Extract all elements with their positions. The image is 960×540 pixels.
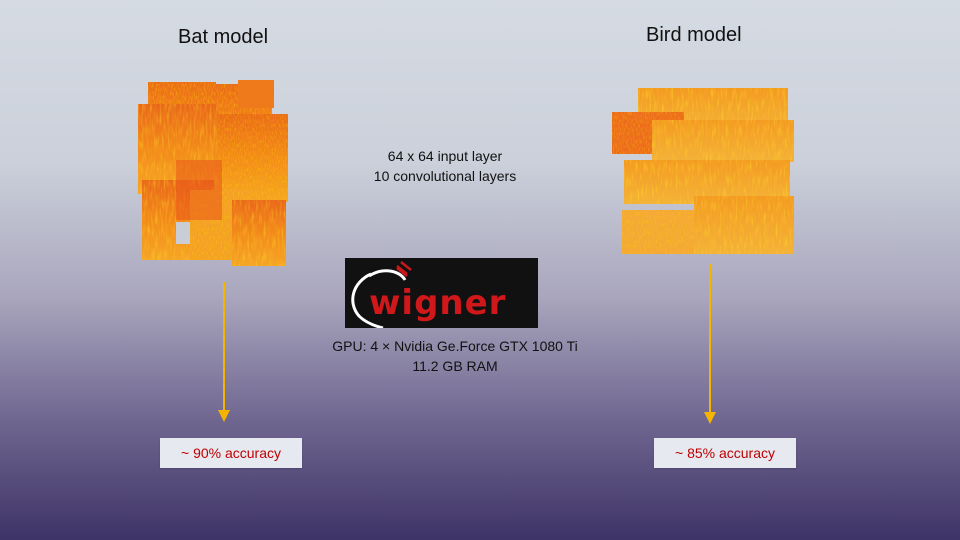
conv-layers-text: 10 convolutional layers: [373, 168, 517, 184]
network-info: 64 x 64 input layer 10 convolutional lay…: [330, 146, 560, 186]
input-layer-text: 64 x 64 input layer: [387, 148, 503, 164]
bird-arrow: [704, 264, 716, 424]
bird-model-title: Bird model: [646, 24, 742, 46]
bat-accuracy-label: ~ 90% accuracy: [160, 438, 302, 468]
bird-accuracy-label: ~ 85% accuracy: [654, 438, 796, 468]
bat-arrow: [218, 282, 230, 422]
bat-spectrogram-tiles: [138, 80, 288, 266]
bat-model-title: Bat model: [178, 26, 269, 48]
wigner-logo: wigner: [345, 258, 538, 330]
ram-text: 11.2 GB RAM: [412, 358, 498, 374]
gpu-text: GPU: 4 × Nvidia Ge.Force GTX 1080 Ti: [332, 338, 578, 354]
svg-text:wigner: wigner: [369, 283, 506, 323]
hardware-info: GPU: 4 × Nvidia Ge.Force GTX 1080 Ti 11.…: [300, 336, 610, 376]
bird-spectrogram-tiles: [612, 88, 794, 254]
